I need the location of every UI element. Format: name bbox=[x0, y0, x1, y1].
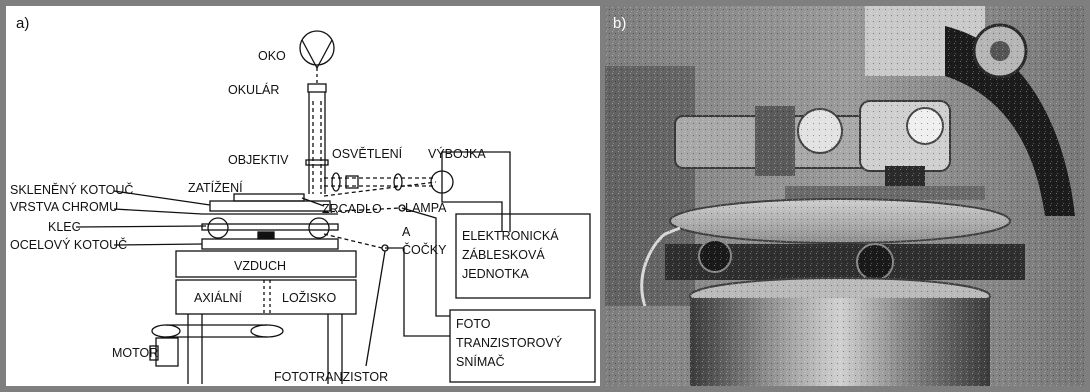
label-lampa: LAMPA bbox=[405, 201, 447, 215]
lamp-ray-2 bbox=[324, 234, 382, 248]
illumination-lens-1 bbox=[332, 173, 340, 191]
schematic-svg: a) OKO OKULÁR OBJEKTIV OSVĚTLENÍ VÝBOJKA… bbox=[6, 6, 600, 386]
label-objektiv: OBJEKTIV bbox=[228, 153, 289, 167]
label-lozisko: LOŽISKO bbox=[282, 290, 336, 305]
glass-disc bbox=[210, 201, 330, 211]
cage bbox=[202, 224, 338, 230]
leader-chrome bbox=[114, 209, 202, 214]
leader-cage bbox=[76, 226, 206, 227]
shaft-pulley bbox=[251, 325, 283, 337]
mirror-hub bbox=[258, 232, 274, 239]
flash-wire-1 bbox=[442, 152, 510, 232]
load-plate bbox=[234, 194, 304, 201]
photo-svg: b) bbox=[605, 6, 1084, 386]
label-ocelovy-kotouc: OCELOVÝ KOTOUČ bbox=[10, 237, 127, 252]
label-klec: KLEC bbox=[48, 220, 81, 234]
panel-a-tag: a) bbox=[16, 15, 29, 32]
photo-panel: b) bbox=[605, 6, 1084, 386]
motor-pulley bbox=[152, 325, 180, 337]
panel-b-tag: b) bbox=[613, 15, 626, 32]
label-zrcadlo: ZRCADLO bbox=[322, 202, 382, 216]
label-zatizeni: ZATÍŽENÍ bbox=[188, 180, 243, 195]
eye-circle bbox=[300, 31, 334, 65]
photo-wire bbox=[385, 248, 450, 336]
label-skleneny-kotouc: SKLENĚNÝ KOTOUČ bbox=[10, 182, 133, 197]
label-motor: MOTOR bbox=[112, 346, 158, 360]
label-vybojka: VÝBOJKA bbox=[428, 146, 486, 161]
leader-mirror bbox=[302, 198, 324, 206]
leader-steel bbox=[114, 244, 202, 245]
illumination-lens-2 bbox=[394, 174, 402, 190]
ball-left bbox=[208, 218, 228, 238]
label-oko: OKO bbox=[258, 49, 286, 63]
flash-unit-line-2: ZÁBLESKOVÁ bbox=[462, 247, 545, 262]
label-okular: OKULÁR bbox=[228, 82, 279, 97]
ball-right bbox=[309, 218, 329, 238]
flash-unit-line-1: ELEKTRONICKÁ bbox=[462, 228, 559, 243]
photo-grain bbox=[605, 6, 1084, 386]
motor-body bbox=[156, 338, 178, 366]
flash-wire-2 bbox=[442, 193, 502, 232]
label-osvetleni: OSVĚTLENÍ bbox=[332, 146, 403, 161]
label-vrstva-chromu: VRSTVA CHROMU bbox=[10, 200, 118, 214]
fototranzistor-leader bbox=[366, 251, 385, 366]
schematic-panel: a) OKO OKULÁR OBJEKTIV OSVĚTLENÍ VÝBOJKA… bbox=[6, 6, 600, 386]
label-a: A bbox=[402, 225, 411, 239]
eyepiece-lens bbox=[308, 84, 326, 92]
sensor-line-3: SNÍMAČ bbox=[456, 354, 505, 369]
sensor-line-1: FOTO bbox=[456, 317, 491, 331]
label-vzduch: VZDUCH bbox=[234, 259, 286, 273]
flash-unit-line-3: JEDNOTKA bbox=[462, 267, 529, 281]
label-axialni: AXIÁLNÍ bbox=[194, 290, 242, 305]
steel-disc bbox=[202, 239, 338, 249]
label-fototranzistor: FOTOTRANZISTOR bbox=[274, 370, 388, 384]
label-cocky: ČOČKY bbox=[402, 242, 447, 257]
illumination-path-3 bbox=[324, 182, 436, 196]
sensor-line-2: TRANZISTOROVÝ bbox=[456, 335, 563, 350]
